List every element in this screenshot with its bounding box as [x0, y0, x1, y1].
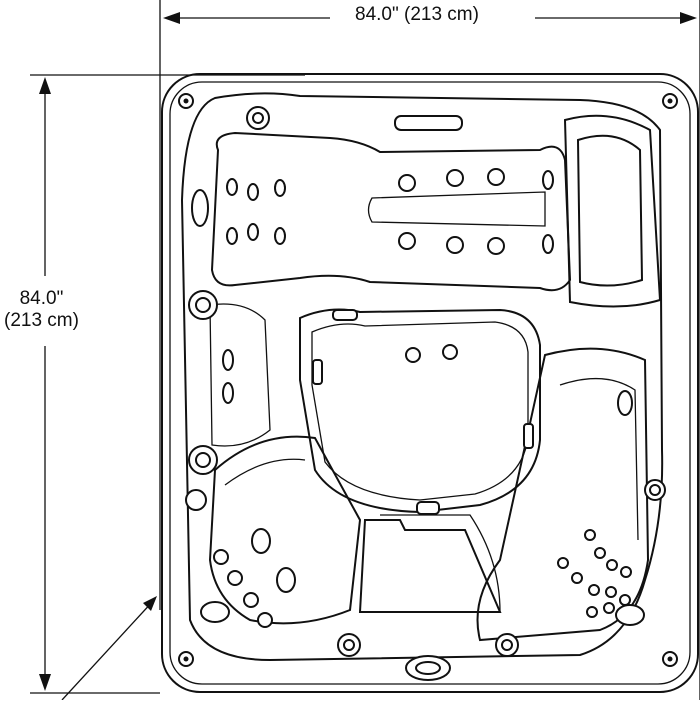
width-dimension-label: 84.0" (213 cm) — [345, 4, 489, 26]
right-seat-jets — [557, 529, 645, 626]
diagonal-arrow-icon — [143, 596, 157, 611]
headrest-pillow-area — [563, 114, 662, 308]
height-dimension-cm: (213 cm) — [4, 309, 79, 331]
seat-left-middle — [209, 303, 271, 447]
spa-interior-outline — [180, 92, 664, 662]
corner-bolts — [178, 93, 678, 667]
corner-seat-left — [208, 435, 362, 625]
height-dimension-label: 84.0" (213 cm) — [4, 284, 79, 336]
arrow-down-icon — [39, 674, 51, 691]
spa-shell-inner-edge — [169, 81, 691, 685]
arrow-right-icon — [680, 12, 697, 24]
corner-seat-left-contour — [224, 458, 306, 486]
arrow-left-icon — [163, 12, 180, 24]
footwell-jets — [185, 106, 666, 515]
corner-seat-right-contour — [559, 377, 639, 541]
headrest-pillow — [576, 134, 644, 287]
footwell-inner — [311, 321, 529, 501]
footwell — [299, 308, 541, 514]
step-edge — [380, 514, 501, 613]
arrow-up-icon — [39, 77, 51, 94]
skimmer-vent — [394, 115, 463, 131]
step — [358, 519, 502, 613]
left-seat-jets — [200, 528, 296, 628]
lounge-jets — [191, 168, 554, 255]
bottom-jets — [337, 633, 519, 681]
lounge-armrest — [367, 191, 546, 227]
lounge-seat — [210, 131, 572, 292]
spa-outer-shell — [161, 73, 699, 693]
diagonal-leader-line — [61, 599, 155, 701]
height-dimension-inches: 84.0" — [19, 288, 64, 309]
